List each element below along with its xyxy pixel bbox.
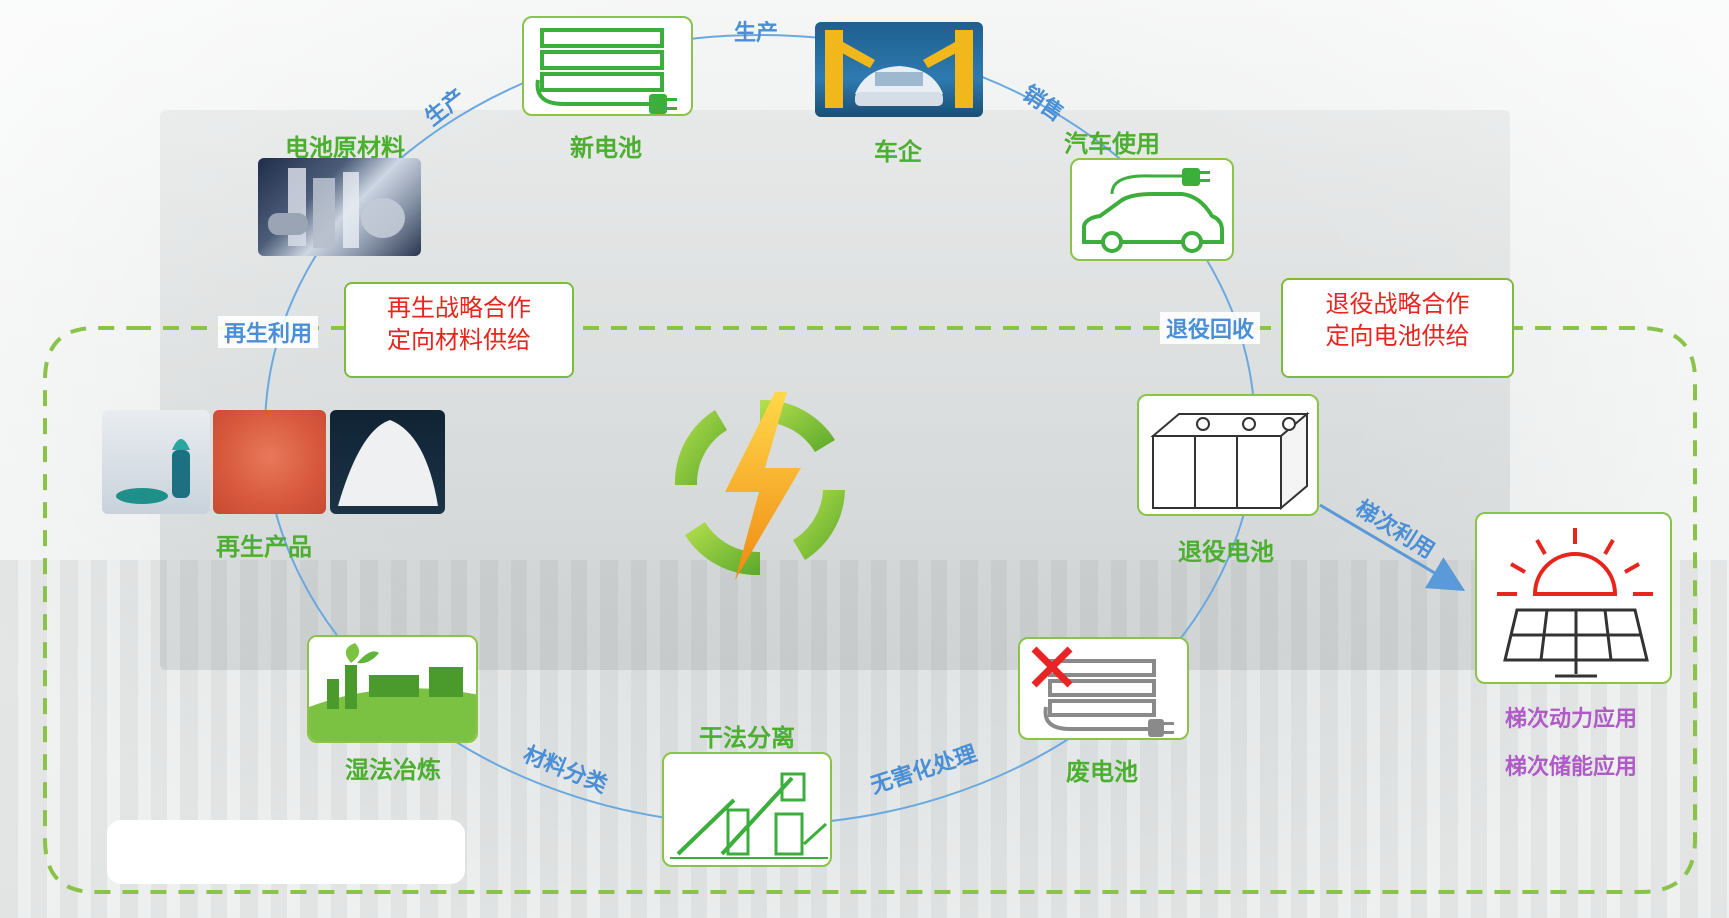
strategy-retirement-line1: 退役战略合作 <box>1325 290 1470 318</box>
car-maker-image <box>815 22 983 117</box>
electric-car-icon <box>1082 168 1224 253</box>
edge-label-retire-recycle: 退役回收 <box>1160 312 1261 344</box>
new-battery-card <box>522 16 693 116</box>
strategy-recycling-line1: 再生战略合作 <box>387 294 531 322</box>
label-raw-materials: 电池原材料 <box>285 134 405 162</box>
strategy-box-retirement: 退役战略合作 定向电池供给 <box>1281 278 1514 378</box>
battery-module-icon <box>1150 411 1310 511</box>
strategy-box-recycling: 再生战略合作 定向材料供给 <box>344 282 574 378</box>
label-retired-battery: 退役电池 <box>1178 538 1274 566</box>
label-wet-smelting: 湿法冶炼 <box>345 756 441 784</box>
wet-smelting-card <box>307 635 478 743</box>
metal-ingots-icon <box>268 168 405 248</box>
raw-materials-image <box>258 158 421 256</box>
dry-separation-card <box>662 752 832 867</box>
label-recycled-products: 再生产品 <box>216 533 312 561</box>
label-new-battery: 新电池 <box>570 134 642 162</box>
strategy-recycling-line2: 定向材料供给 <box>387 326 531 354</box>
label-waste-battery: 废电池 <box>1066 758 1138 786</box>
recycle-energy-icon <box>674 392 845 580</box>
white-powder-icon <box>338 420 438 506</box>
edge-label-reuse: 再生利用 <box>218 316 319 348</box>
label-cascade-storage: 梯次储能应用 <box>1505 755 1638 780</box>
car-use-card <box>1070 158 1234 261</box>
waste-battery-card <box>1018 637 1189 740</box>
strategy-retirement-line2: 定向电池供给 <box>1325 322 1470 350</box>
label-cascade-power: 梯次动力应用 <box>1505 707 1638 732</box>
cascade-application-card <box>1475 512 1672 684</box>
label-car-maker: 车企 <box>874 138 922 166</box>
edge-label-produce-top: 生产 <box>734 21 779 46</box>
battery-pack-icon <box>535 28 677 114</box>
red-x-icon <box>1031 646 1073 688</box>
recycled-product-image-3 <box>330 410 445 514</box>
label-dry-separation: 干法分离 <box>699 724 795 752</box>
green-factory-icon <box>309 637 476 741</box>
solar-panel-icon <box>1497 528 1653 678</box>
cascade-arrow <box>1319 503 1466 592</box>
recycled-product-image-1 <box>102 410 210 514</box>
label-car-use: 汽车使用 <box>1064 130 1160 158</box>
blank-panel <box>107 820 465 884</box>
green-crystal-icon <box>116 439 190 504</box>
factory-robot-icon <box>825 30 973 108</box>
retired-battery-card <box>1137 394 1319 516</box>
recycled-product-image-2 <box>213 410 326 514</box>
conveyor-machine-icon <box>670 772 828 859</box>
